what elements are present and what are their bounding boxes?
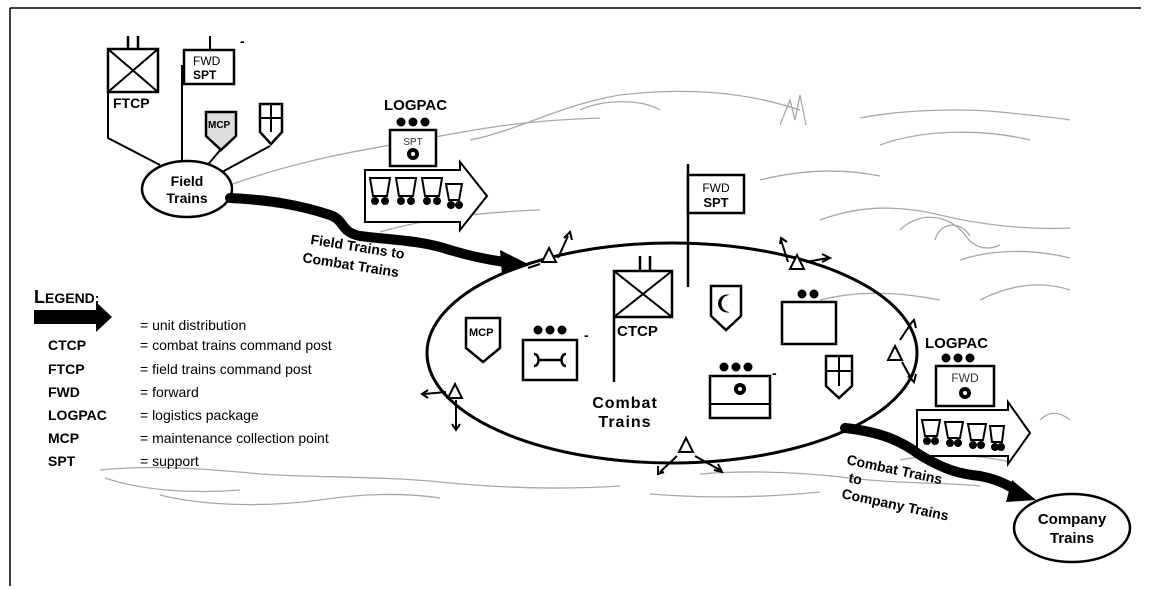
company-trains-label-1: Company xyxy=(1038,511,1107,528)
mcp-symbol-combat: MCP xyxy=(464,316,502,364)
route2-line2: to xyxy=(847,469,863,487)
observation-post-icons xyxy=(420,230,917,476)
combat-trains-label-1: Combat xyxy=(592,395,658,412)
maintenance-company-symbol: - xyxy=(521,325,589,382)
company-trains-label-2: Trains xyxy=(1050,530,1094,547)
fwd-spt-symbol-top: - FWD SPT xyxy=(182,33,245,86)
medical-icon-top xyxy=(258,102,284,146)
supply-minus: - xyxy=(772,365,777,381)
legend: LEGEND: = unit distribution CTCP = comba… xyxy=(34,287,332,469)
maintenance-minus: - xyxy=(584,327,589,343)
op-icon-bottom xyxy=(657,435,724,476)
supply-company-symbol: - xyxy=(708,362,777,420)
legend-title: LEGEND: xyxy=(34,287,99,307)
ftcp-label: FTCP xyxy=(113,95,150,111)
logpac-symbol-top: LOGPAC SPT xyxy=(364,97,489,233)
logpac-label-right: LOGPAC xyxy=(925,335,988,352)
legend-abbr-ftcp: FTCP xyxy=(48,361,85,377)
spt-label-combat: SPT xyxy=(703,195,728,210)
legend-title-rest: EGEND: xyxy=(45,290,99,306)
legend-desc-ftcp: = field trains command post xyxy=(140,361,312,377)
op-icon-top-right xyxy=(779,236,833,270)
chemical-company-symbol xyxy=(780,289,838,346)
legend-abbr-logpac: LOGPAC xyxy=(48,407,107,423)
fwd-spt-symbol-combat: FWD SPT xyxy=(686,164,746,287)
ctcp-symbol: CTCP xyxy=(612,256,674,382)
field-trains-cluster xyxy=(107,65,271,173)
route2-line3: Company Trains xyxy=(840,485,950,523)
legend-desc-logpac: = logistics package xyxy=(140,407,259,423)
legend-abbr-spt: SPT xyxy=(48,453,76,469)
company-trains-node: Company Trains xyxy=(1012,492,1132,564)
fwd-label-top: FWD xyxy=(193,54,221,68)
legend-arrow-icon xyxy=(34,302,112,332)
landscape-sketch xyxy=(99,90,1071,506)
spt-label-logpac-top: SPT xyxy=(403,137,422,148)
logpac-label-top: LOGPAC xyxy=(384,97,447,114)
route-combat-to-company: Combat Trains to Company Trains xyxy=(840,423,1036,524)
wrench-icon xyxy=(533,352,567,368)
fwd-spt-minus-top: - xyxy=(240,33,245,49)
legend-desc-spt: = support xyxy=(140,453,199,469)
legend-abbr-ctcp: CTCP xyxy=(48,337,86,353)
fwd-label-combat: FWD xyxy=(702,181,730,195)
chemical-symbol-small xyxy=(709,284,743,332)
legend-desc-mcp: = maintenance collection point xyxy=(140,430,329,446)
legend-desc-fwd: = forward xyxy=(140,384,199,400)
legend-abbr-fwd: FWD xyxy=(48,384,80,400)
combat-trains-label-2: Trains xyxy=(598,414,651,431)
truck-icons-right xyxy=(920,419,1006,451)
legend-title-first: L xyxy=(34,287,45,307)
mcp-symbol-top: MCP xyxy=(204,110,238,152)
ftcp-symbol: FTCP xyxy=(106,36,160,111)
logpac-symbol-right: LOGPAC FWD xyxy=(916,335,1032,468)
field-trains-label-1: Field xyxy=(171,173,204,189)
moon-icon-small xyxy=(718,294,730,313)
mcp-label-top: MCP xyxy=(208,120,231,131)
truck-icons-top xyxy=(368,177,464,209)
mcp-label-combat: MCP xyxy=(469,327,493,339)
legend-arrow-desc: = unit distribution xyxy=(140,317,246,333)
field-trains-node: Field Trains xyxy=(140,159,234,219)
medical-icon-combat xyxy=(824,354,854,400)
op-icon-top-left xyxy=(527,230,573,269)
legend-abbr-mcp: MCP xyxy=(48,430,79,446)
legend-items: CTCP = combat trains command post FTCP =… xyxy=(48,337,332,469)
op-icon-left xyxy=(420,381,464,432)
frame-border xyxy=(9,7,1141,586)
ctcp-label: CTCP xyxy=(617,323,658,340)
legend-desc-ctcp: = combat trains command post xyxy=(140,337,332,353)
combat-trains-node: Combat Trains xyxy=(425,241,919,465)
fwd-label-logpac-right: FWD xyxy=(951,371,979,385)
field-trains-label-2: Trains xyxy=(166,190,207,206)
spt-label-top: SPT xyxy=(193,68,217,82)
op-icon-right xyxy=(886,318,917,384)
